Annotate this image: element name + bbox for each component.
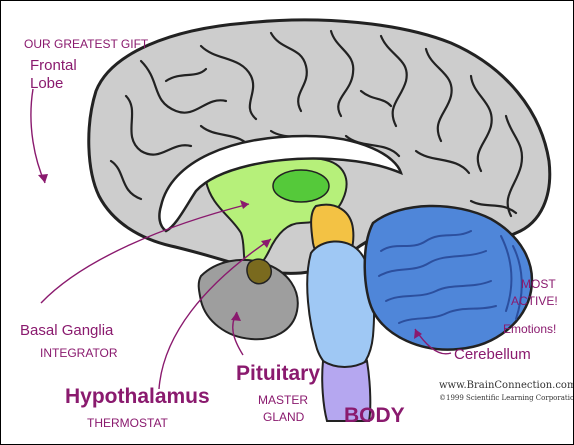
credit-copyright: ©1999 Scientific Learning Corporation	[439, 394, 574, 402]
integrator-label: INTEGRATOR	[40, 347, 118, 360]
active-label: ACTIVE!	[511, 295, 558, 308]
pituitary-label: Pituitary	[236, 363, 320, 385]
hypothalamus-label: Hypothalamus	[65, 386, 210, 408]
master-gland-label-line1: MASTER	[258, 394, 308, 407]
emotions-label: Emotions!	[503, 323, 556, 336]
thalamus	[273, 170, 329, 202]
cerebellum-label: Cerebellum	[454, 347, 531, 363]
credit-url: www.BrainConnection.com	[439, 380, 574, 391]
most-label: MOST	[521, 278, 556, 291]
master-gland-label-line2: GLAND	[263, 411, 304, 424]
pituitary-gland	[247, 259, 271, 284]
frontal-lobe-label-line2: Lobe	[30, 76, 63, 92]
body-label: BODY	[344, 405, 405, 427]
frontal-lobe-label-line1: Frontal	[30, 58, 77, 74]
basal-ganglia-label: Basal Ganglia	[20, 323, 113, 339]
thermostat-label: THERMOSTAT	[87, 417, 168, 430]
arrow-frontal-lobe	[31, 89, 45, 183]
greatest-gift-label: OUR GREATEST GIFT	[24, 38, 148, 51]
